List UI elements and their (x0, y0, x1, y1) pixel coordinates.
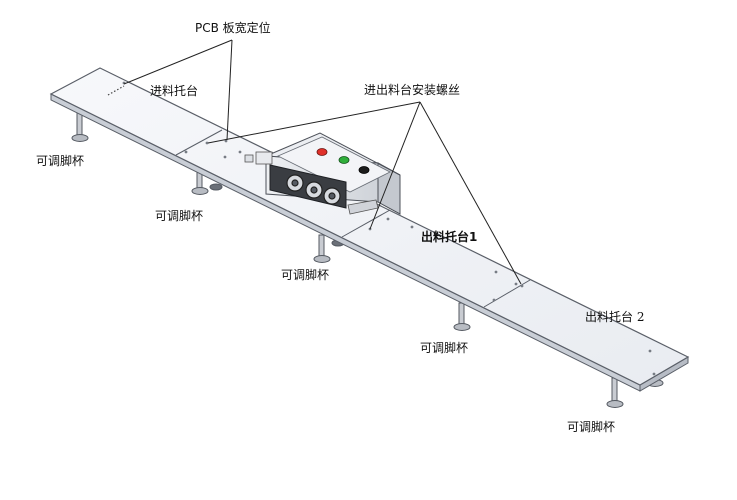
leader-lines (123, 39, 522, 285)
leg-5 (606, 377, 624, 408)
legs (71, 111, 664, 408)
green-button-icon[interactable] (338, 156, 350, 164)
seam-infeed (175, 129, 223, 156)
label-pcb-width-positioning: PCB 板宽定位 (195, 21, 271, 35)
tabletop-surface (49, 67, 690, 386)
pcb-width-guide (107, 85, 125, 96)
label-outfeed-tray-1: 出料托台1 (421, 230, 478, 244)
label-adjustable-foot-4: 可调脚杯 (420, 341, 469, 355)
feed-block (244, 154, 254, 163)
red-button-icon[interactable] (316, 148, 328, 156)
seam-outfeed-1 (341, 209, 391, 238)
label-adjustable-foot-2: 可调脚杯 (155, 209, 204, 223)
label-adjustable-foot-3: 可调脚杯 (281, 268, 330, 282)
label-outfeed-tray-2: 出料托台 2 (585, 310, 645, 324)
cutter-wheels (286, 174, 341, 205)
tabletop (49, 67, 690, 392)
label-adjustable-foot-1: 可调脚杯 (36, 154, 85, 168)
feed-plate (255, 151, 273, 165)
leg-3 (313, 234, 331, 263)
label-adjustable-foot-5: 可调脚杯 (567, 420, 616, 434)
leg-2 (191, 169, 209, 195)
cutting-machine (244, 132, 401, 215)
screw-dots (122, 81, 656, 376)
label-tray-mount-screws: 进出料台安装螺丝 (364, 83, 461, 97)
leg-4 (453, 302, 471, 331)
label-infeed-tray: 进料托台 (150, 84, 199, 98)
tabletop-edge (50, 93, 641, 392)
black-button-icon[interactable] (358, 166, 370, 174)
seam-outfeed-2 (483, 279, 531, 308)
